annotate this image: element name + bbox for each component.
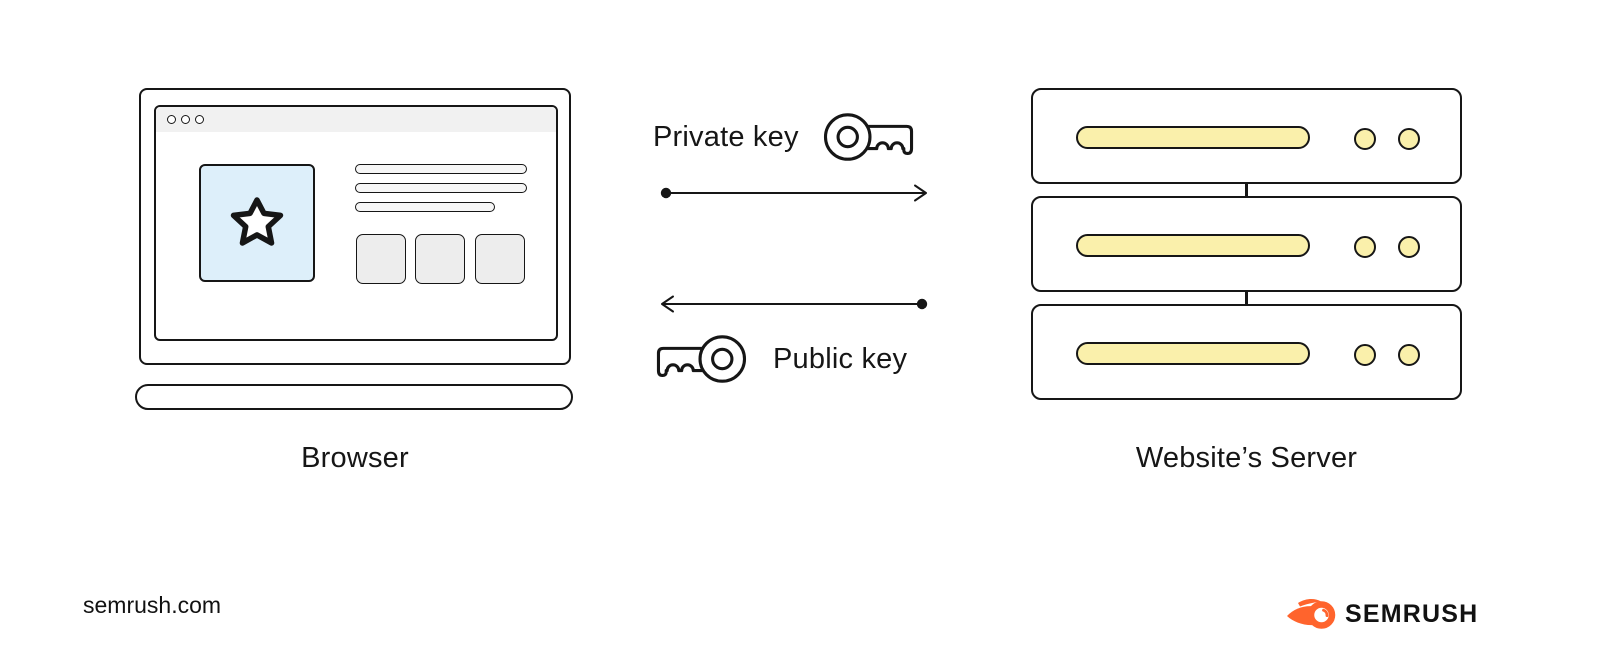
window-dot-icon <box>195 115 204 124</box>
content-tile <box>475 234 525 284</box>
star-icon <box>230 197 284 246</box>
public-key-row: Public key <box>653 330 907 388</box>
site-url: semrush.com <box>83 592 222 618</box>
server-unit <box>1031 304 1462 400</box>
public-key-label: Public key <box>773 342 908 375</box>
arrow-server-to-browser <box>661 295 928 313</box>
browser-window <box>154 105 558 341</box>
text-line <box>355 183 527 193</box>
server-led <box>1354 128 1376 150</box>
semrush-flame-icon <box>1287 599 1336 629</box>
server-rack <box>1031 88 1462 400</box>
server-led <box>1398 128 1420 150</box>
server-label: Website’s Server <box>1135 442 1358 474</box>
server-light-bar <box>1076 342 1310 365</box>
private-key-label: Private key <box>653 120 799 153</box>
key-icon-mirrored <box>656 335 747 383</box>
server-led <box>1398 236 1420 258</box>
window-dot-icon <box>181 115 190 124</box>
server-connector <box>1245 183 1248 196</box>
server-light-bar <box>1076 234 1310 257</box>
browser-titlebar <box>156 107 556 132</box>
browser-label: Browser <box>301 442 409 474</box>
content-tile <box>356 234 406 284</box>
laptop-screen <box>139 88 571 365</box>
server-unit <box>1031 196 1462 292</box>
arrow-browser-to-server <box>660 184 927 202</box>
private-key-row: Private key <box>653 108 917 166</box>
server-unit <box>1031 88 1462 184</box>
laptop-base <box>135 384 573 410</box>
window-dot-icon <box>167 115 176 124</box>
hero-image-tile <box>199 164 315 282</box>
key-icon <box>823 113 913 161</box>
text-line <box>355 202 495 212</box>
server-led <box>1354 344 1376 366</box>
semrush-logo: SEMRUSH <box>1286 596 1478 632</box>
text-line <box>355 164 527 174</box>
content-tile <box>415 234 465 284</box>
server-light-bar <box>1076 126 1310 149</box>
server-led <box>1354 236 1376 258</box>
server-connector <box>1245 291 1248 304</box>
server-led <box>1398 344 1420 366</box>
semrush-wordmark: SEMRUSH <box>1345 599 1479 628</box>
